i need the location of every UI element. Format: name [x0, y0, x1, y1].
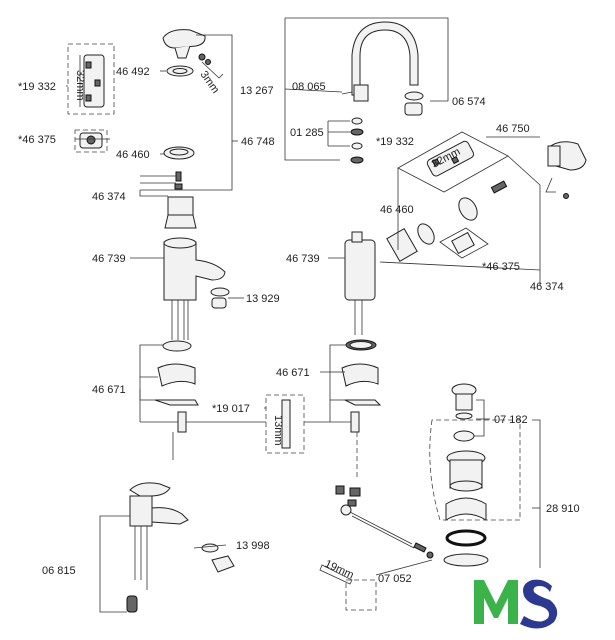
label-06574: 06 574: [452, 96, 486, 108]
label-13929: 13 929: [246, 293, 280, 305]
diagonal-exploded-parts: [386, 180, 508, 262]
label-13998: 13 998: [236, 540, 270, 552]
tall-spout-part: [341, 21, 419, 102]
rod-box: [265, 394, 305, 454]
label-46460-right: 46 460: [380, 204, 414, 216]
cartridge-19332-part: [79, 54, 105, 108]
label-07182: 07 182: [494, 414, 528, 426]
label-19mm: 19mm: [323, 558, 356, 582]
lever-handle-part: [162, 29, 206, 59]
grub-screw-part: [198, 53, 224, 79]
label-46492: 46 492: [116, 66, 150, 78]
label-46460-left: 46 460: [116, 149, 150, 161]
label-19332-right: *19 332: [376, 136, 414, 148]
ms-logo: [468, 568, 560, 630]
lever-46750-part: [545, 141, 587, 199]
label-46375-right: *46 375: [482, 261, 520, 273]
waste-body-part: [443, 450, 489, 567]
aerator-box: [74, 129, 108, 153]
label-46739-left: 46 739: [92, 253, 126, 265]
label-08065: 08 065: [292, 81, 326, 93]
label-01285: 01 285: [290, 127, 324, 139]
label-06815: 06 815: [42, 565, 76, 577]
mixer-body-left: [163, 237, 226, 340]
label-13267: 13 267: [240, 85, 274, 97]
label-3mm: 3mm: [198, 69, 222, 96]
label-19017: *19 017: [212, 403, 250, 415]
label-46374-left: 46 374: [92, 191, 126, 203]
label-46374-right: 46 374: [530, 281, 564, 293]
cartridge-box: [67, 43, 115, 115]
label-32mm-left: 32mm: [74, 70, 86, 101]
label-46748: 46 748: [241, 136, 275, 148]
mixer-body-bidet: [129, 482, 189, 590]
label-13mm: 13mm: [272, 415, 284, 446]
label-46750: 46 750: [496, 123, 530, 135]
label-46671-left: 46 671: [92, 384, 126, 396]
label-19332-left: *19 332: [18, 81, 56, 93]
leader-lines: [66, 17, 541, 613]
waste-plug-part: [451, 383, 477, 442]
label-46671-right: 46 671: [276, 367, 310, 379]
label-46739-right: 46 739: [286, 253, 320, 265]
label-07052: 07 052: [378, 573, 412, 585]
label-28910: 28 910: [546, 503, 580, 515]
mixer-body-middle: [344, 231, 376, 335]
label-46375-left: *46 375: [18, 134, 56, 146]
popup-rod-parts: [319, 485, 434, 585]
cartridge-holder-part: [164, 196, 197, 229]
